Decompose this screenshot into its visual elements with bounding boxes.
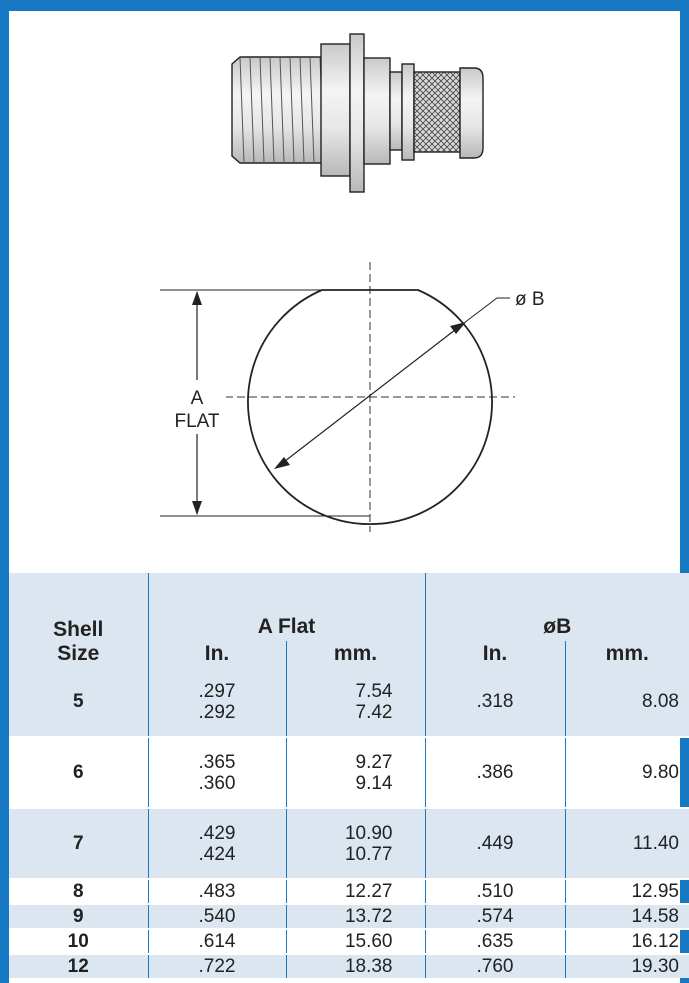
a-arrow-bottom: [192, 501, 202, 515]
connector-side-view: [231, 33, 484, 193]
b-arrow-upper: [450, 322, 466, 334]
coupling-ring: [401, 63, 415, 161]
a-in-value: .483: [198, 881, 236, 902]
flange: [349, 33, 365, 193]
a-mm-cell: 15.60: [285, 928, 425, 954]
b-group-header: øB: [424, 573, 689, 641]
shell-size-cell: 8: [9, 878, 148, 904]
b-label: ø B: [515, 289, 545, 310]
flat-label: FLAT: [174, 411, 219, 432]
a-mm-value: 13.72: [344, 906, 393, 927]
b-in-cell: .386: [424, 736, 565, 808]
a-flat-group-header: A Flat: [147, 573, 425, 641]
connector-drawing: A FLAT ø B: [160, 33, 545, 532]
a-in-cell: .483: [147, 878, 286, 904]
front-view: A FLAT ø B: [160, 262, 545, 532]
a-in-cell: .365.360: [147, 736, 286, 808]
a-mm-value: 10.90: [344, 822, 393, 844]
a-mm-value: 18.38: [344, 956, 393, 977]
hex-nut: [320, 43, 351, 177]
a-in-cell: .297.292: [147, 667, 286, 737]
b-header-text: øB: [543, 615, 572, 638]
a-flat-header-text: A Flat: [257, 615, 316, 638]
a-in-value: .722: [198, 956, 236, 977]
a-mm-value: 9.27: [355, 751, 393, 773]
a-mm-value: 10.77: [344, 843, 393, 865]
shell-header-line1: Shell: [53, 618, 104, 641]
end-cap: [459, 67, 484, 159]
b-mm-cell: 14.58: [564, 903, 689, 929]
b-leader: [463, 297, 510, 324]
a-in-value: .360: [198, 772, 236, 794]
a-in-value: .429: [198, 822, 236, 844]
body-collar: [363, 57, 391, 165]
a-arrow-top: [192, 291, 202, 305]
a-mm-value: 7.54: [355, 680, 393, 702]
a-mm-value: 9.14: [355, 772, 393, 794]
neck: [389, 71, 403, 151]
shell-size-cell: 10: [9, 928, 148, 954]
a-in-cell: .429.424: [147, 807, 286, 879]
a-mm-value: 7.42: [355, 701, 393, 723]
a-in-value: .297: [198, 680, 236, 702]
b-in-cell: .760: [424, 953, 565, 978]
b-in-cell: .449: [424, 807, 565, 879]
header-band: [0, 0, 689, 11]
b-mm-cell: 12.95: [564, 878, 689, 904]
b-mm-header: mm.: [564, 641, 689, 667]
knurled-grip: [413, 71, 461, 153]
shell-size-cell: 9: [9, 903, 148, 929]
a-in-cell: .722: [147, 953, 286, 978]
a-label-backdrop: [164, 380, 226, 434]
b-mm-cell: 19.30: [564, 953, 689, 978]
a-in-header: In.: [147, 641, 286, 667]
flat-circle-outline: [247, 289, 493, 525]
shell-header-line2: Size: [57, 642, 100, 665]
b-diameter-line: [275, 322, 465, 469]
b-mm-cell: 16.12: [564, 928, 689, 954]
shell-size-cell: 7: [9, 807, 148, 879]
b-mm-cell: 11.40: [564, 807, 689, 879]
a-label: A: [191, 388, 204, 409]
b-in-cell: .318: [424, 667, 565, 737]
b-arrow-lower: [274, 457, 290, 469]
a-mm-value: 12.27: [344, 881, 393, 902]
a-mm-value: 15.60: [344, 931, 393, 952]
b-in-cell: .510: [424, 878, 565, 904]
a-mm-cell: 12.27: [285, 878, 425, 904]
a-in-cell: .540: [147, 903, 286, 929]
a-in-value: .292: [198, 701, 236, 723]
a-mm-cell: 18.38: [285, 953, 425, 978]
a-in-value: .540: [198, 906, 236, 927]
shell-size-cell: 12: [9, 953, 148, 978]
a-mm-header: mm.: [285, 641, 425, 667]
dimension-table: Shell Size A Flat øB In. mm. In. mm. 5.2…: [9, 573, 689, 978]
b-in-header: In.: [424, 641, 565, 667]
a-mm-cell: 13.72: [285, 903, 425, 929]
shell-size-cell: 5: [9, 667, 148, 737]
shell-size-cell: 6: [9, 736, 148, 808]
shell-size-header: Shell Size: [9, 573, 148, 667]
a-in-value: .365: [198, 751, 236, 773]
b-mm-cell: 9.80: [564, 736, 689, 808]
b-in-cell: .574: [424, 903, 565, 929]
a-in-value: .614: [198, 931, 236, 952]
a-in-value: .424: [198, 843, 236, 865]
b-mm-cell: 8.08: [564, 667, 689, 737]
a-in-cell: .614: [147, 928, 286, 954]
b-in-cell: .635: [424, 928, 565, 954]
